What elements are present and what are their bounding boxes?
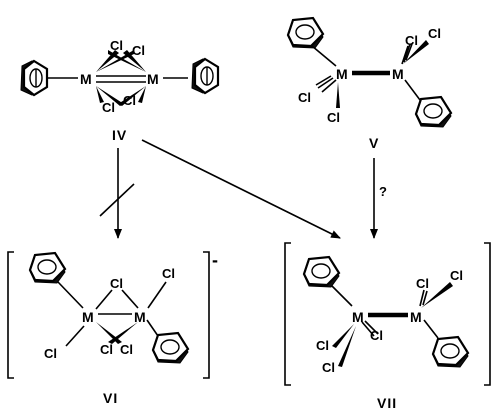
metal-atom: M (147, 71, 159, 87)
chloride-atom: Cl (316, 338, 329, 353)
metal-atom: M (392, 66, 404, 82)
metal-atom: M (410, 309, 422, 325)
compound-v: M M Cl Cl Cl Cl (286, 16, 453, 129)
chloride-atom: Cl (100, 342, 113, 357)
cyclopentadienyl-ring-icon (414, 95, 453, 129)
chloride-atom: Cl (416, 276, 429, 291)
metal-atom: M (352, 309, 364, 325)
compound-iv: M M Cl Cl Cl Cl (19, 38, 220, 115)
chloride-atom: Cl (405, 33, 418, 48)
chloride-atom: Cl (123, 93, 136, 108)
compound-label-vii: VII (377, 395, 397, 411)
chloride-atom: Cl (44, 346, 57, 361)
blocked-reaction-slash (99, 183, 135, 217)
chloride-atom: Cl (110, 276, 123, 291)
cyclopentadienyl-ring-icon (431, 335, 470, 369)
chloride-atom: Cl (428, 26, 441, 41)
chloride-atom: Cl (132, 43, 145, 58)
compound-label-v: V (369, 135, 379, 151)
chloride-atom: Cl (327, 110, 340, 125)
compound-vi: - M M Cl Cl Cl Cl Cl (7, 250, 218, 379)
compound-label-vi: VI (103, 390, 118, 406)
question-mark: ? (379, 184, 387, 199)
cyclopentadienyl-ring-icon (286, 16, 325, 50)
bracket-left (284, 242, 291, 386)
chloride-atom: Cl (322, 360, 335, 375)
chloride-atom: Cl (450, 268, 463, 283)
compound-vii: M M Cl Cl Cl Cl Cl (284, 242, 491, 386)
chloride-atom: Cl (110, 38, 123, 53)
bracket-right (484, 242, 491, 386)
chloride-atom: Cl (370, 328, 383, 343)
cyclopentadienyl-ring-icon (190, 57, 220, 95)
chloride-atom: Cl (162, 266, 175, 281)
chloride-atom: Cl (298, 90, 311, 105)
metal-atom: M (336, 66, 348, 82)
reaction-arrows: ? (99, 139, 387, 239)
compound-label-iv: IV (112, 127, 127, 143)
metal-atom: M (80, 71, 92, 87)
bracket-right (203, 251, 210, 379)
arrow-iv-to-vii (141, 139, 341, 239)
chloride-atom: Cl (120, 342, 133, 357)
metal-atom: M (82, 309, 94, 325)
bracket-left (7, 251, 14, 379)
chloride-atom: Cl (102, 100, 115, 115)
charge-minus: - (212, 250, 218, 270)
cyclopentadienyl-ring-icon (302, 255, 341, 289)
cyclopentadienyl-ring-icon (28, 251, 67, 285)
metal-atom: M (134, 309, 146, 325)
cyclopentadienyl-ring-icon (151, 331, 190, 365)
cyclopentadienyl-ring-icon (19, 59, 49, 97)
